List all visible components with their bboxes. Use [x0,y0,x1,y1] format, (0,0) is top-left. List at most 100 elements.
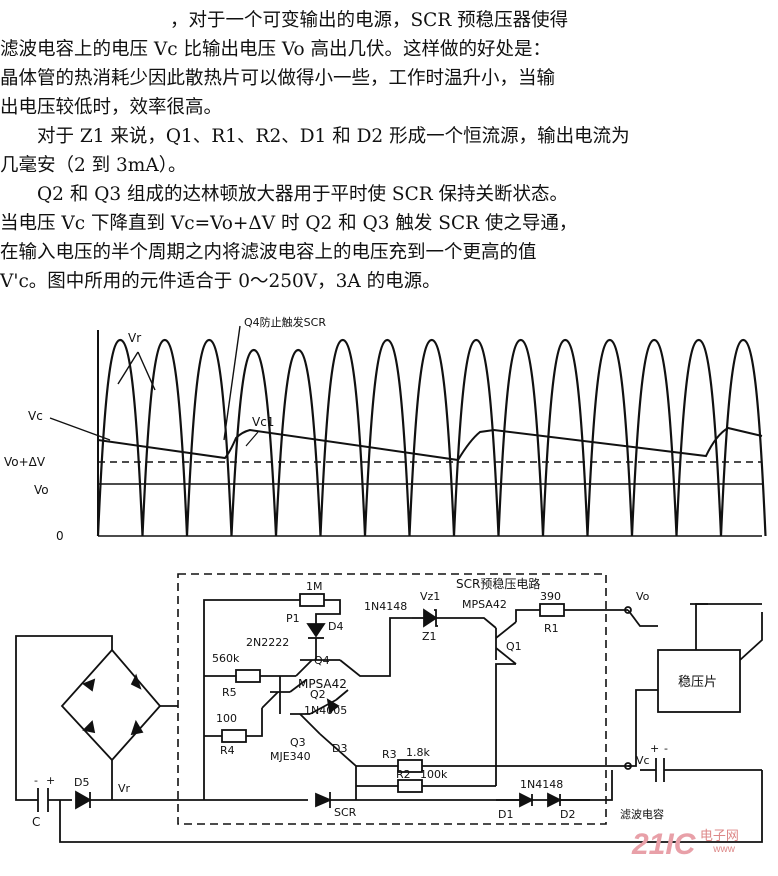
wire-q1-collector [495,663,516,786]
waveform-labels: Vr Q4防止触发SCR Vc Vc1 Vo+ΔV Vo 0 [4,315,326,543]
label-d1: D1 [498,808,513,821]
label-vc: Vc [636,754,650,767]
text-line-2: 滤波电容上的电压 Vc 比输出电压 Vo 高出几伏。这样做的好处是： [0,39,552,60]
wire-left-rail [203,599,300,800]
label-q3-part: MJE340 [270,750,311,763]
label-annotation: Q4防止触发SCR [244,315,326,329]
text-line-10: V'c。图中所用的元件适合于 0～250V，3A 的电源。 [0,271,441,292]
label-p1: P1 [286,612,300,625]
diode-d2 [547,792,563,808]
label-q4: Q4 [314,654,330,667]
label-cap-minus: - [664,742,668,755]
text-line-3: 晶体管的热消耗少因此散热片可以做得小一些，工作时温升小，当输 [0,68,556,89]
vc-arrow [49,417,111,441]
label-regulator: 稳压片 [678,674,717,690]
label-r5-value: 560k [212,652,240,665]
circuit-labels: SCR预稳压电路 1M P1 D4 1N4148 Vz1 Z1 MPSA42 3… [32,576,717,829]
wire-1m-out [315,599,341,624]
label-d5: D5 [74,776,89,789]
label-r1-value: 390 [540,590,561,603]
label-q1-part: MPSA42 [462,598,507,611]
diode-d1 [519,792,535,808]
label-vc: Vc [28,409,43,423]
q4-emitter [295,659,313,677]
label-d3: D3 [332,742,347,755]
label-d3-part: 1N4005 [304,704,347,717]
label-c-plus: + [46,774,55,787]
text-line-7: Q2 和 Q3 组成的达林顿放大器用于平时使 SCR 保持关断状态。 [37,184,569,205]
annotation-arrow [223,325,241,441]
vr-arrow [117,351,139,385]
label-c-minus: - [34,774,38,787]
resistor-r2 [397,779,423,793]
wire-z1-out [436,617,497,629]
label-r2-value: 100k [420,768,448,781]
resistor-r5 [235,669,261,683]
bridge-diodes [82,673,144,736]
label-r2: R2 [396,768,411,781]
wire-ac-left [15,635,113,801]
circuit-schematic [15,573,763,843]
diode-d5 [75,790,92,810]
vr-arrow-2 [137,351,156,391]
resistor-r1 [539,603,565,617]
label-vo-dv: Vo+ΔV [4,455,46,469]
label-r3: R3 [382,748,397,761]
watermark-brand: 21IC [632,828,696,861]
text-line-4: 出电压较低时，效率很高。 [0,97,223,118]
resistor-r4 [221,729,247,743]
label-q2-part: MPSA42 [298,677,347,691]
watermark-url: www [713,844,735,855]
label-1m: 1M [306,580,323,593]
label-vo: Vo [34,483,49,497]
label-d12-part: 1N4148 [520,778,563,791]
label-zero: 0 [56,529,64,543]
label-z1: Z1 [422,630,437,643]
node-vo [624,606,632,614]
label-d4-part: 1N4148 [364,600,407,613]
capacitor-voltage-curve [97,426,763,462]
label-filter-cap: 滤波电容 [620,807,664,821]
diode-d4 [306,623,326,638]
text-line-8: 当电压 Vc 下降直到 Vc=Vo+ΔV 时 Q2 和 Q3 触发 SCR 使之… [0,213,578,234]
zener-z1 [423,608,438,628]
label-r1: R1 [544,622,559,635]
label-vr: Vr [128,331,141,345]
label-cap-plus: + [650,742,659,755]
label-r4-value: 100 [216,712,237,725]
wire-return [59,770,763,843]
text-line-5: 对于 Z1 来说，Q1、R1、R2、D1 和 D2 形成一个恒流源，输出电流为 [37,126,630,147]
label-vz1: Vz1 [420,590,440,603]
label-scr: SCR [334,806,357,819]
rectified-voltage-curve [96,338,767,537]
bridge-rectifier [60,648,162,762]
label-q1: Q1 [506,640,522,653]
scr [315,792,333,808]
regulator-block [657,649,741,713]
vc1-arrow [245,431,259,447]
circuit-title: SCR预稳压电路 [456,576,540,591]
text-line-1: ，对于一个可变输出的电源，SCR 预稳压器使得 [170,10,569,31]
label-r5: R5 [222,686,237,699]
label-vc1: Vc1 [252,415,274,429]
label-q2: Q2 [310,688,326,701]
label-d4: D4 [328,620,343,633]
wire-q4-collector [339,617,412,677]
label-vo: Vo [636,590,650,603]
label-c: C [32,815,40,829]
diode-d3 [326,698,340,714]
label-r3-value: 1.8k [406,746,430,759]
label-q3: Q3 [290,736,306,749]
label-r4: R4 [220,744,235,757]
watermark: 21IC 电子网 www [632,828,765,862]
waveform-plot [49,325,767,537]
label-d2: D2 [560,808,575,821]
label-q4-part: 2N2222 [246,636,289,649]
text-line-9: 在输入电压的半个周期之内将滤波电容上的电压充到一个更高的值 [0,242,537,263]
resistor-1m [299,593,325,607]
watermark-sub: 电子网 [699,828,739,843]
text-line-6: 几毫安（2 到 3mA）。 [0,155,187,176]
label-vr-circuit: Vr [118,782,131,795]
body-text: ，对于一个可变输出的电源，SCR 预稳压器使得 滤波电容上的电压 Vc 比输出电… [0,6,630,296]
